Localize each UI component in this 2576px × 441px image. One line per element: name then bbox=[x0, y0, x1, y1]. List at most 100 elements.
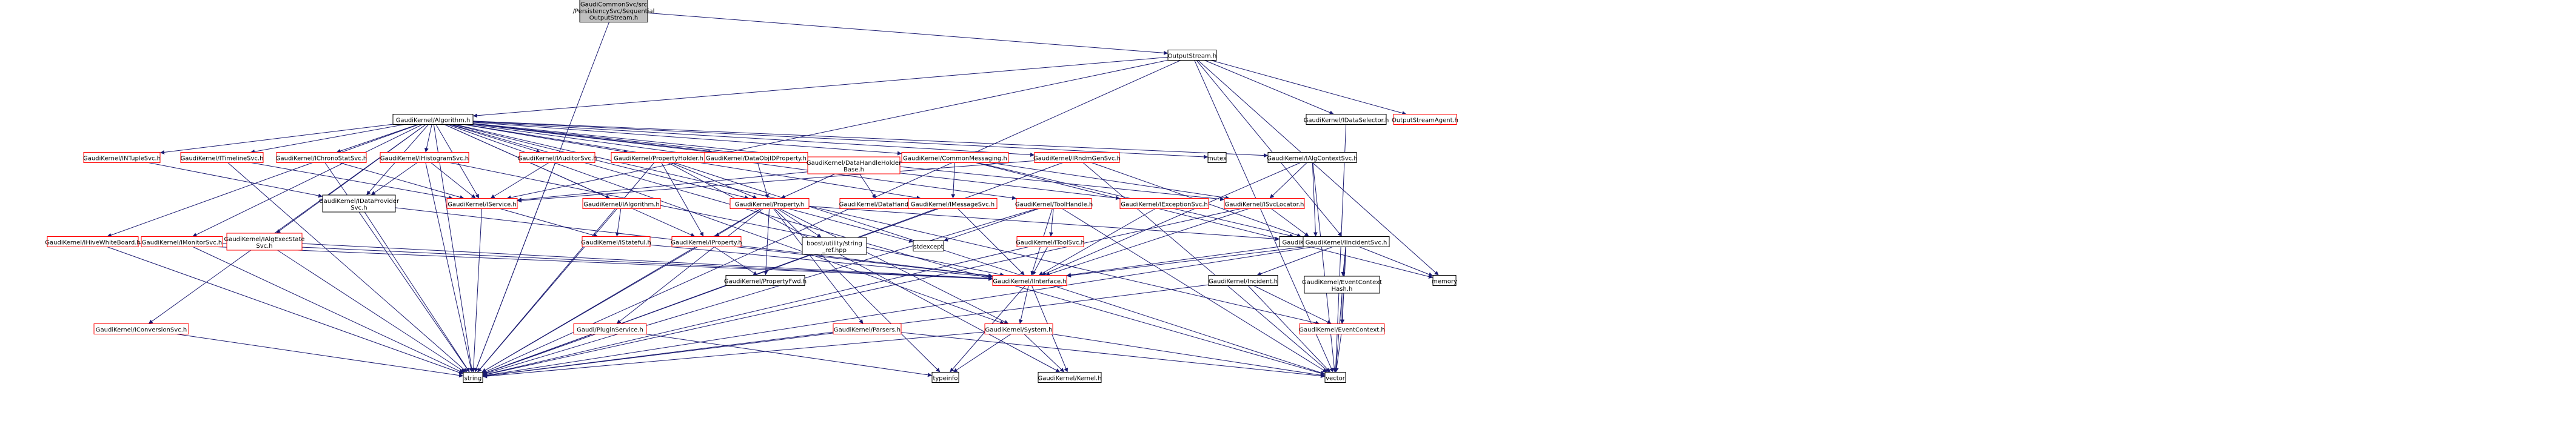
node-exceptionsvc[interactable]: GaudiKernel/IExceptionSvc.h bbox=[1119, 198, 1209, 209]
node-label: GaudiKernel/IRndmGenSvc.h bbox=[1033, 156, 1121, 162]
node-chronostat[interactable]: GaudiKernel/IChronoStatSvc.h bbox=[276, 152, 367, 163]
node-box bbox=[1119, 198, 1209, 209]
node-ialgorithm[interactable]: GaudiKernel/IAlgorithm.h bbox=[582, 198, 661, 209]
node-rndmgen[interactable]: GaudiKernel/IRndmGenSvc.h bbox=[1033, 152, 1121, 163]
node-box bbox=[730, 198, 810, 209]
node-istateful[interactable]: GaudiKernel/IStateful.h bbox=[581, 236, 651, 247]
node-algorithm[interactable]: GaudiKernel/Algorithm.h bbox=[392, 114, 474, 125]
node-toolhandle[interactable]: GaudiKernel/ToolHandle.h bbox=[1015, 198, 1093, 209]
node-datahandle[interactable]: GaudiKernel/DataHandle.h bbox=[839, 198, 920, 209]
edge-property-to-stdexcept bbox=[788, 208, 914, 243]
edge-algorithm-to-mutex bbox=[472, 121, 1209, 159]
edge-property-to-parsers bbox=[773, 208, 864, 324]
node-property[interactable]: GaudiKernel/Property.h bbox=[730, 198, 810, 209]
node-box bbox=[1324, 372, 1346, 383]
node-propholder[interactable]: GaudiKernel/PropertyHolder.h bbox=[611, 152, 706, 163]
node-iincident[interactable]: GaudiKernel/Incident.h bbox=[1208, 275, 1278, 286]
node-incidentsvc[interactable]: GaudiKernel/IIncidentSvc.h bbox=[1303, 236, 1390, 247]
node-stdexcept[interactable]: stdexcept bbox=[913, 240, 944, 251]
edge-ntuplesvc-to-dataprovider bbox=[148, 162, 323, 198]
node-label: GaudiCommonSvc/src/PersistencySvc/Sequen… bbox=[573, 2, 655, 22]
node-iproperty[interactable]: GaudiKernel/IProperty.h bbox=[671, 236, 742, 247]
node-label: GaudiKernel/IIncidentSvc.h bbox=[1306, 240, 1387, 247]
node-label: GaudiKernel/IAuditorSvc.h bbox=[518, 156, 597, 162]
node-typeinfo[interactable]: typeinfo bbox=[931, 372, 959, 383]
edge-outputstream-to-algorithm bbox=[472, 56, 1169, 118]
node-box bbox=[276, 152, 367, 163]
node-histogramsvc[interactable]: GaudiKernel/IHistogramSvc.h bbox=[380, 152, 469, 163]
edge-conversionsvc-to-string bbox=[176, 334, 464, 378]
edge-algcontext-to-svclocator bbox=[1269, 162, 1307, 199]
node-conversionsvc[interactable]: GaudiKernel/IConversionSvc.h bbox=[93, 323, 189, 334]
edge-rndmgen-to-vector bbox=[1082, 162, 1330, 373]
node-box bbox=[226, 233, 303, 251]
edge-propholder-to-property bbox=[671, 162, 757, 199]
node-algcontext[interactable]: GaudiKernel/IAlgContextSvc.h bbox=[1267, 152, 1358, 163]
node-string[interactable]: string bbox=[463, 372, 483, 383]
node-imessagesvc[interactable]: GaudiKernel/IMessageSvc.h bbox=[908, 198, 998, 209]
node-mutex[interactable]: mutex bbox=[1207, 152, 1227, 163]
node-system[interactable]: GaudiKernel/System.h bbox=[984, 323, 1053, 334]
edge-toolhandle-to-itoolsvc bbox=[1048, 208, 1054, 237]
edge-algorithm-to-iproperty bbox=[444, 124, 696, 237]
edge-algorithm-to-algcontext bbox=[472, 121, 1269, 158]
edge-algorithm-to-conversionsvc bbox=[148, 124, 426, 324]
node-itoolsvc[interactable]: GaudiKernel/IToolSvc.h bbox=[1016, 236, 1085, 247]
node-box bbox=[1034, 152, 1120, 163]
node-svclocator[interactable]: GaudiKernel/ISvcLocator.h bbox=[1224, 198, 1305, 209]
edge-histogramsvc-to-string bbox=[425, 162, 474, 373]
node-box bbox=[992, 275, 1067, 286]
edge-algorithm-to-auditorsvc bbox=[449, 124, 541, 153]
node-auditorsvc[interactable]: GaudiKernel/IAuditorSvc.h bbox=[518, 152, 597, 163]
node-root[interactable]: GaudiCommonSvc/src/PersistencySvc/Sequen… bbox=[573, 0, 655, 22]
node-osagent[interactable]: OutputStreamAgent.h bbox=[1392, 114, 1458, 125]
node-label: GaudiKernel/EventContext.h bbox=[1299, 327, 1384, 334]
edge-algorithm-to-timelinesvc bbox=[250, 124, 405, 154]
node-box bbox=[913, 240, 944, 251]
edge-toolhandle-to-vector bbox=[1062, 208, 1327, 373]
node-boostref[interactable]: boost/utility/string_ref.hpp bbox=[802, 237, 867, 255]
node-box bbox=[582, 198, 661, 209]
node-label: vector bbox=[1326, 376, 1346, 382]
node-label: GaudiKernel/ITimelineSvc.h bbox=[181, 156, 264, 162]
node-dataobjid[interactable]: GaudiKernel/DataObjIDProperty.h bbox=[704, 152, 808, 163]
node-iservice[interactable]: GaudiKernel/IService.h bbox=[446, 198, 518, 209]
node-datasel[interactable]: GaudiKernel/IDataSelector.h bbox=[1304, 114, 1389, 125]
node-timelinesvc[interactable]: GaudiKernel/ITimelineSvc.h bbox=[180, 152, 264, 163]
node-memory[interactable]: memory bbox=[1432, 275, 1457, 286]
node-label: GaudiKernel/IHiveWhiteBoard.h bbox=[45, 240, 140, 247]
edge-iproperty-to-propertyfwd bbox=[714, 247, 758, 276]
node-layer: GaudiCommonSvc/src/PersistencySvc/Sequen… bbox=[45, 0, 1458, 383]
node-vector[interactable]: vector bbox=[1324, 372, 1346, 383]
node-box bbox=[463, 372, 483, 383]
edge-svclocator-to-smartif bbox=[1271, 208, 1309, 237]
node-iinterface[interactable]: GaudiKernel/IInterface.h bbox=[992, 275, 1067, 286]
node-ntuplesvc[interactable]: GaudiKernel/INTupleSvc.h bbox=[83, 152, 161, 163]
edge-itoolsvc-to-string bbox=[482, 247, 1028, 377]
node-outputstream[interactable]: OutputStream.h bbox=[1167, 50, 1217, 61]
edge-algexecstate-to-string bbox=[277, 250, 466, 373]
node-kernel[interactable]: GaudiKernel/Kernel.h bbox=[1038, 372, 1102, 383]
node-box bbox=[1304, 276, 1380, 294]
edge-iproperty-to-iinterface bbox=[740, 245, 993, 278]
edge-timelinesvc-to-iservice bbox=[250, 162, 454, 200]
edge-auditorsvc-to-string bbox=[474, 162, 556, 373]
node-hivewb[interactable]: GaudiKernel/IHiveWhiteBoard.h bbox=[45, 236, 141, 247]
node-box bbox=[1299, 323, 1385, 334]
node-parsers[interactable]: GaudiKernel/Parsers.h bbox=[833, 323, 902, 334]
node-monitorsvc[interactable]: GaudiKernel/IMonitorSvc.h bbox=[141, 236, 223, 247]
edge-property-to-typeinfo bbox=[774, 208, 941, 373]
node-propertyfwd[interactable]: GaudiKernel/PropertyFwd.h bbox=[724, 275, 807, 286]
node-pluginservice[interactable]: Gaudi/PluginService.h bbox=[573, 323, 647, 334]
edge-itoolsvc-to-iinterface bbox=[1032, 247, 1048, 276]
edge-algorithm-to-histogramsvc bbox=[424, 124, 432, 153]
node-commonmsg[interactable]: GaudiKernel/CommonMessaging.h bbox=[901, 152, 1009, 163]
edge-property-to-propertyfwd bbox=[763, 208, 770, 276]
edge-incidentsvc-to-memory bbox=[1359, 247, 1434, 277]
node-eventcontext[interactable]: GaudiKernel/EventContext.h bbox=[1299, 323, 1385, 334]
